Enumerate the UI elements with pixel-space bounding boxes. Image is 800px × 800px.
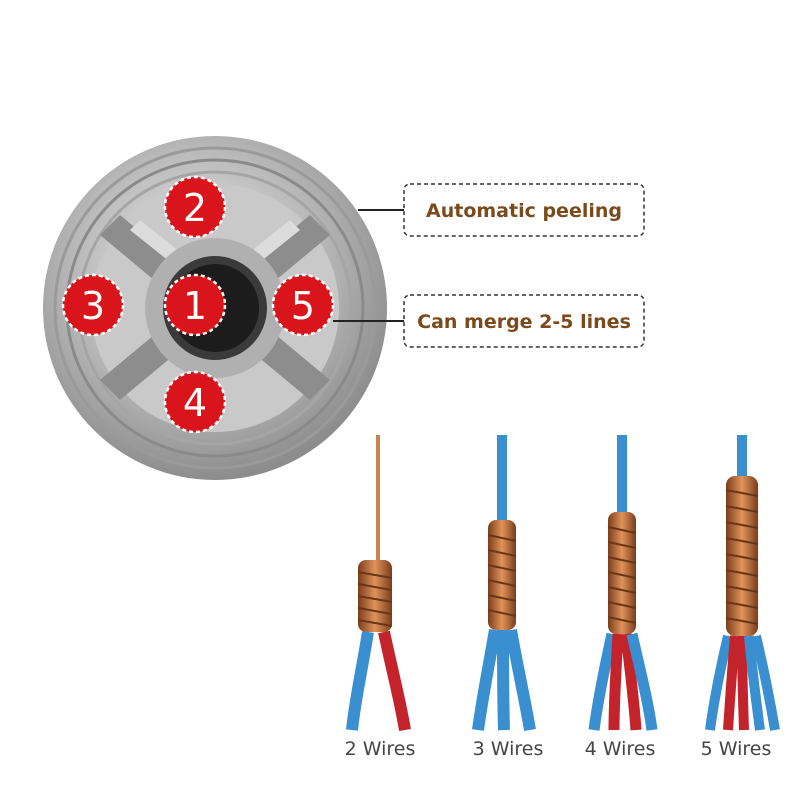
svg-text:1: 1 (183, 284, 207, 328)
wire-bundle-2 (346, 435, 411, 731)
wire-bundle-3 (472, 435, 536, 731)
wire-bundle-4 (588, 435, 658, 731)
svg-text:5: 5 (291, 284, 315, 328)
badge-3: 3 (61, 273, 125, 337)
badge-4: 4 (163, 370, 227, 434)
badge-1: 1 (163, 273, 227, 337)
svg-text:3: 3 (81, 284, 105, 328)
badge-5: 5 (271, 273, 335, 337)
svg-text:Can merge 2-5 lines: Can merge 2-5 lines (417, 311, 631, 333)
svg-text:2: 2 (183, 186, 207, 230)
svg-text:Automatic peeling: Automatic peeling (426, 200, 622, 222)
badge-2: 2 (163, 175, 227, 239)
label-3-wires: 3 Wires (472, 738, 544, 760)
label-4-wires: 4 Wires (584, 738, 656, 760)
label-2-wires: 2 Wires (344, 738, 416, 760)
svg-text:4: 4 (183, 381, 207, 425)
callout-peeling: Automatic peeling (403, 183, 645, 237)
wire-bundle-5 (705, 435, 780, 731)
callout-merge: Can merge 2-5 lines (403, 294, 645, 348)
label-5-wires: 5 Wires (700, 738, 772, 760)
